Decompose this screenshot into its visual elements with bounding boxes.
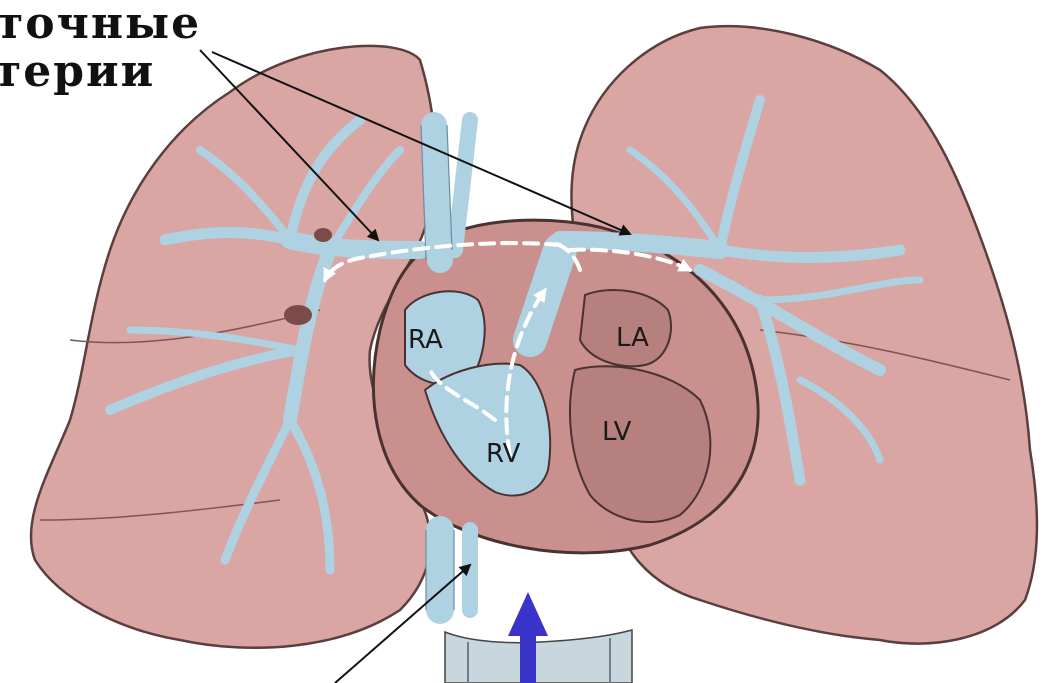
catheter-tube	[445, 630, 632, 683]
label-la: LA	[616, 323, 649, 353]
up-arrow-shaft	[520, 628, 536, 683]
lymph-node	[314, 228, 332, 242]
up-arrow-head	[508, 592, 548, 636]
label-lv: LV	[602, 417, 632, 447]
lymph-node	[284, 305, 312, 325]
label-rv: RV	[486, 439, 521, 469]
label-ra: RA	[408, 325, 443, 355]
right-lung-shape	[31, 46, 435, 648]
